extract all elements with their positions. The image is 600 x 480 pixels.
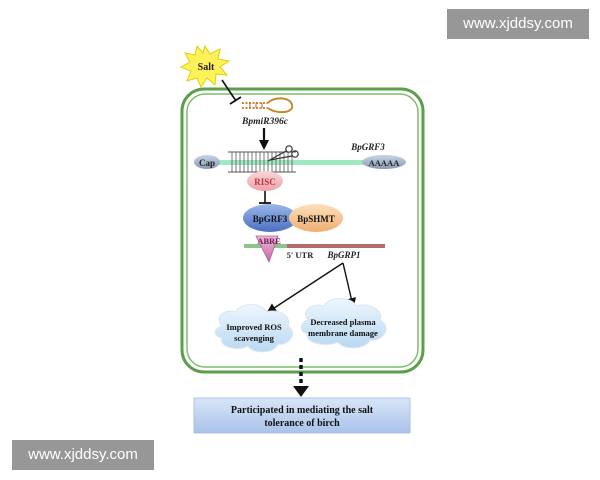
grf3-protein-label: BpGRF3 [253, 214, 288, 224]
protein-complex [243, 204, 343, 232]
target-gene-label: BpGRF3 [350, 142, 385, 152]
risc-complex [247, 171, 283, 191]
abre-element-icon [255, 235, 279, 264]
salt-label: Salt [198, 62, 215, 73]
watermark-bottom: www.xjddsy.com [12, 440, 154, 470]
salt-inhibition-line [221, 79, 242, 105]
conclusion-box [193, 397, 411, 434]
membrane-outcome-cloud [300, 298, 387, 349]
utr-label: 5' UTR [287, 250, 315, 260]
downstream-gene-label: BpGRP1 [326, 250, 360, 260]
ros-outcome-line2: scavenging [234, 333, 274, 343]
salt-star-icon [179, 44, 231, 89]
cap-icon [194, 155, 220, 169]
membrane-outcome-line2: membrane damage [308, 328, 378, 338]
abre-label: ABRE [257, 236, 281, 246]
ros-outcome-line1: Improved ROS [226, 322, 282, 332]
polya-label: AAAAA [369, 158, 401, 168]
conclusion-line2: tolerance of birch [264, 418, 340, 429]
mrna-strand [208, 151, 388, 173]
cap-label: Cap [199, 158, 215, 168]
risc-inhibition-line [259, 191, 271, 204]
scissors-icon [267, 145, 299, 162]
dashed-arrow-to-conclusion [293, 358, 309, 397]
mirna-label: BpmiR396c [241, 117, 289, 127]
arrow-to-ros [266, 262, 344, 314]
shmt-protein-label: BpSHMT [297, 214, 335, 224]
polya-tail-icon [362, 155, 406, 169]
watermark-top: www.xjddsy.com [447, 9, 589, 39]
ros-outcome-cloud [214, 304, 293, 353]
membrane-outcome-line1: Decreased plasma [310, 317, 376, 327]
conclusion-line1: Participated in mediating the salt [231, 405, 374, 416]
arrow-to-membrane [342, 262, 357, 308]
mirna-hairpin-icon [242, 97, 294, 114]
risc-label: RISC [254, 177, 276, 187]
